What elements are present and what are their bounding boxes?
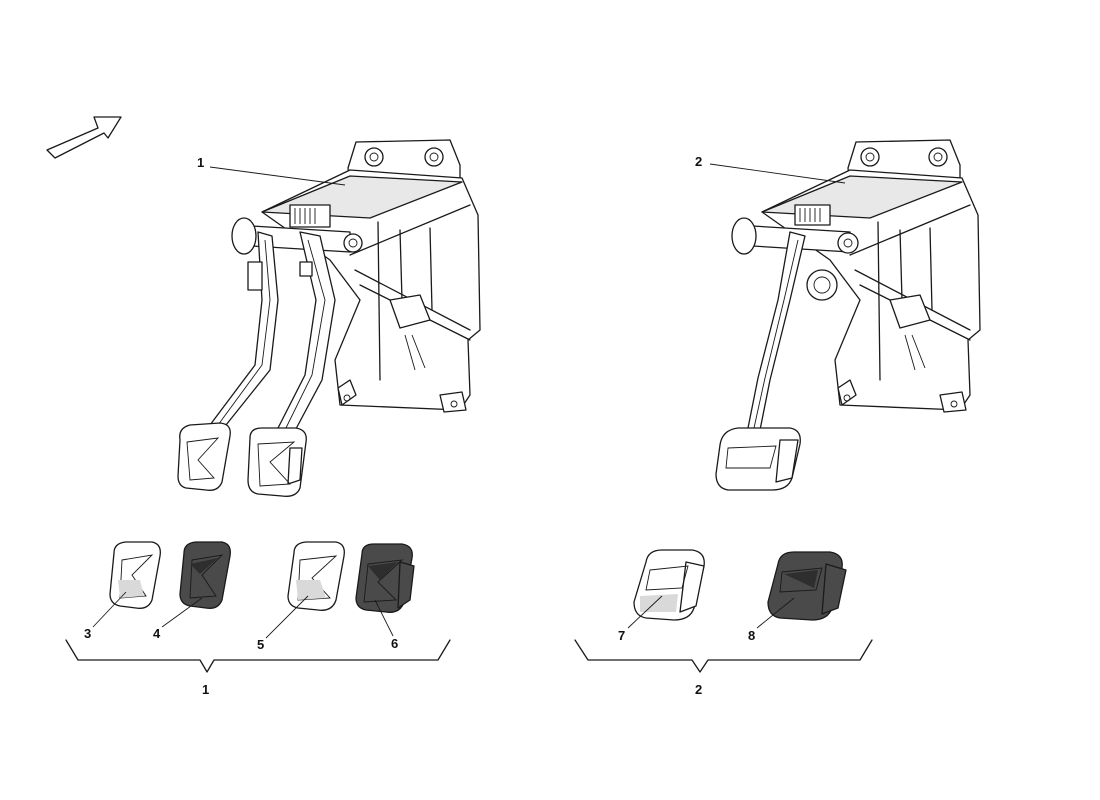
pedal-pad-5 [287, 541, 345, 611]
callout-pad-3: 3 [84, 626, 91, 641]
callout-pad-6: 6 [391, 636, 398, 651]
pedal-pad-7 [633, 549, 705, 621]
pedal-box-assembly-right [715, 139, 981, 491]
pedal-pad-4 [179, 541, 231, 609]
callout-pad-5: 5 [257, 637, 264, 652]
leader-lines [92, 163, 846, 639]
group-brace-left [65, 639, 451, 673]
callout-pad-7: 7 [618, 628, 625, 643]
callout-group-left: 1 [202, 682, 209, 697]
direction-arrow-icon [46, 116, 122, 159]
callout-pad-8: 8 [748, 628, 755, 643]
callout-assembly-right: 2 [695, 154, 702, 169]
callout-assembly-left: 1 [197, 155, 204, 170]
pedal-box-assembly-left [177, 139, 481, 497]
group-brace-right [574, 639, 873, 673]
callout-pad-4: 4 [153, 626, 161, 641]
pedal-pad-6 [355, 543, 415, 613]
callout-group-right: 2 [695, 682, 702, 697]
pedal-pad-3 [109, 541, 161, 609]
